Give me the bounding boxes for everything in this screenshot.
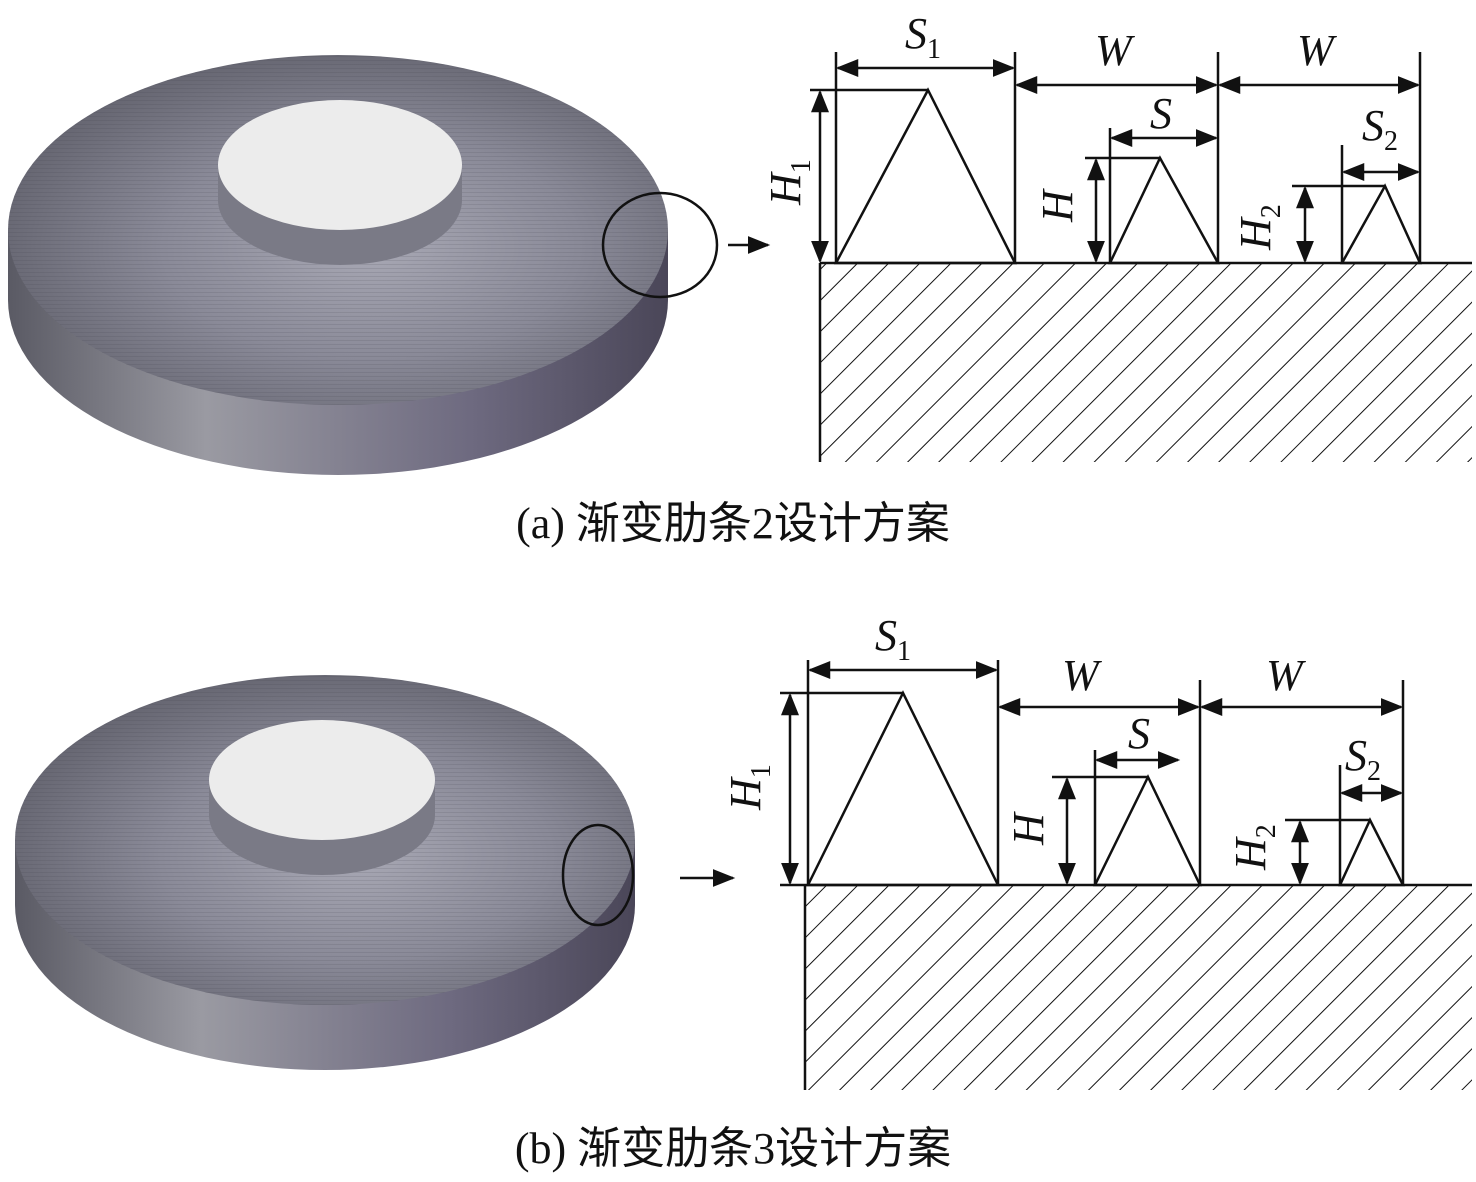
detail-circle-b bbox=[561, 823, 635, 927]
label-w2-b: W bbox=[1266, 651, 1306, 700]
label-w2-a: W bbox=[1297, 26, 1337, 75]
detail-circle-a bbox=[601, 191, 719, 299]
label-w1-b: W bbox=[1062, 651, 1102, 700]
label-s-a: S bbox=[1150, 89, 1172, 138]
label-s1-a: S1 bbox=[905, 9, 941, 65]
label-h2-a: H2 bbox=[1231, 204, 1287, 251]
rib-profile-b bbox=[780, 660, 1472, 1090]
label-s1-b: S1 bbox=[875, 611, 911, 667]
label-h-b: H bbox=[1004, 811, 1053, 846]
label-h2-b: H2 bbox=[1226, 824, 1282, 871]
label-s2-a: S2 bbox=[1362, 101, 1398, 157]
label-h1-b: H1 bbox=[721, 764, 777, 811]
rib-profile-a bbox=[810, 52, 1472, 462]
label-s2-b: S2 bbox=[1345, 731, 1381, 787]
caption-a: (a) 渐变肋条2设计方案 bbox=[516, 499, 950, 548]
caption-b: (b) 渐变肋条3设计方案 bbox=[515, 1124, 951, 1173]
label-w1-a: W bbox=[1095, 26, 1135, 75]
disk-model-b bbox=[15, 675, 635, 1070]
label-h-a: H bbox=[1033, 188, 1082, 223]
label-s-b: S bbox=[1128, 709, 1150, 758]
label-h1-a: H1 bbox=[761, 159, 817, 206]
disk-model-a bbox=[8, 55, 668, 475]
